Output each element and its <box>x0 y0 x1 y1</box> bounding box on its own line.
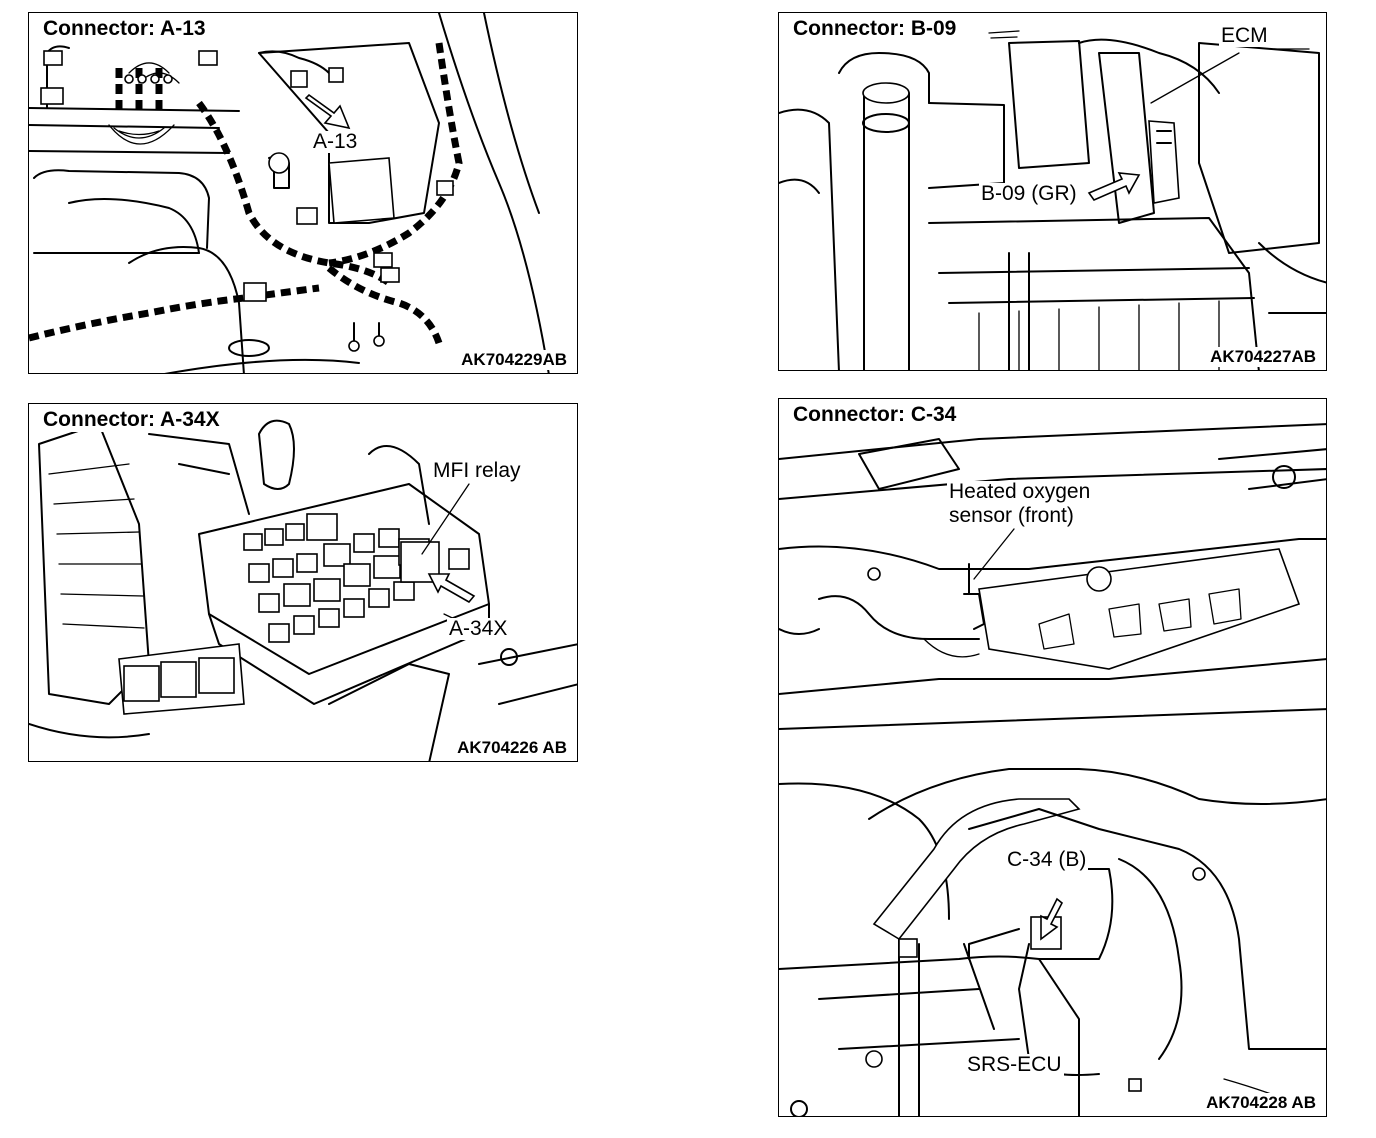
panel-title: Connector: B-09 <box>789 17 961 41</box>
connector-callout-label: A-13 <box>311 130 360 154</box>
relay-box-drawing-a34x <box>29 419 577 761</box>
figure-code: AK704227AB <box>1208 347 1318 367</box>
mfi-relay-shape <box>400 541 440 583</box>
pointer-arrow-icon <box>1087 172 1141 201</box>
figure-code: AK704228 AB <box>1204 1093 1318 1113</box>
figure-code: AK704226 AB <box>455 738 569 758</box>
connector-callout-label: C-34 (B) <box>1005 848 1089 872</box>
engine-bay-drawing-a13 <box>29 13 550 373</box>
panel-title: Connector: C-34 <box>789 403 961 427</box>
mfi-relay-label: MFI relay <box>431 459 523 483</box>
panel-connector-a13: Connector: A-13 A-13 AK704229AB <box>28 12 578 374</box>
sensor-label-line2: sensor (front) <box>947 504 1076 528</box>
sensor-label-line1: Heated oxygen <box>947 480 1093 504</box>
connector-callout-label: B-09 (GR) <box>979 182 1079 206</box>
engine-bay-drawing-b09 <box>779 30 1326 370</box>
panel-connector-c34: Connector: C-34 Heated oxygen sensor (fr… <box>778 398 1327 1117</box>
panel-connector-b09: Connector: B-09 ECM B-09 (GR) AK704227AB <box>778 12 1327 371</box>
ecm-label: ECM <box>1219 24 1270 48</box>
panel-connector-a34x: Connector: A-34X MFI relay A-34X AK70422… <box>28 403 578 762</box>
srs-ecu-label: SRS-ECU <box>965 1053 1064 1077</box>
pointer-arrow-icon <box>304 93 351 130</box>
pointer-arrow-icon <box>1040 897 1064 941</box>
panel-title: Connector: A-13 <box>39 17 210 41</box>
panel-title: Connector: A-34X <box>39 408 224 432</box>
figure-code: AK704229AB <box>459 350 569 370</box>
pointer-arrow-icon <box>427 573 476 604</box>
connector-callout-label: A-34X <box>447 617 510 641</box>
underbody-drawing-c34 <box>779 423 1326 1116</box>
